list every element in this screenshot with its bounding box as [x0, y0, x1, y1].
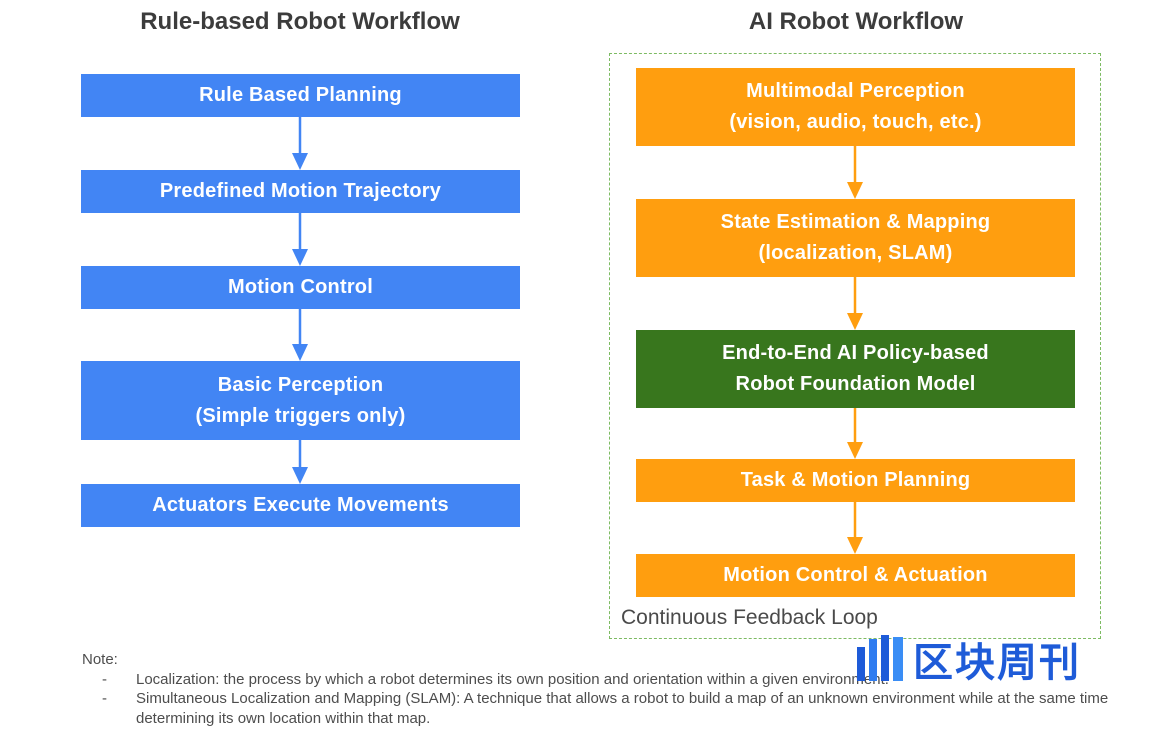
state-estimation-mapping-box: State Estimation & Mapping (localization…: [636, 199, 1075, 277]
continuous-feedback-loop-frame: [609, 53, 1101, 639]
arrow-down-icon: [847, 277, 863, 330]
predefined-motion-trajectory-box: Predefined Motion Trajectory: [81, 170, 520, 213]
box-line: Robot Foundation Model: [735, 373, 976, 395]
box-line: Actuators Execute Movements: [152, 494, 449, 516]
arrow-down-icon: [847, 502, 863, 554]
note-text: Simultaneous Localization and Mapping (S…: [136, 690, 1109, 727]
box-line: End-to-End AI Policy-based: [722, 342, 989, 364]
arrow-down-icon: [292, 213, 308, 266]
blockchain-weekly-logo-icon: [857, 635, 903, 681]
arrow-down-icon: [847, 408, 863, 459]
box-line: Rule Based Planning: [199, 84, 402, 106]
feedback-loop-label: Continuous Feedback Loop: [621, 606, 878, 629]
note-item: - Localization: the process by which a r…: [82, 670, 1112, 690]
box-line: (vision, audio, touch, etc.): [729, 111, 982, 133]
note-bullet: -: [102, 690, 107, 707]
box-line: Basic Perception: [217, 373, 384, 396]
motion-control-actuation-box: Motion Control & Actuation: [636, 554, 1075, 597]
footnote: Note: - Localization: the process by whi…: [82, 650, 1112, 728]
arrow-down-icon: [292, 309, 308, 361]
arrow-down-icon: [292, 440, 308, 484]
multimodal-perception-box: Multimodal Perception (vision, audio, to…: [636, 68, 1075, 146]
box-line: Motion Control & Actuation: [723, 564, 988, 586]
note-item: - Simultaneous Localization and Mapping …: [82, 689, 1112, 728]
rule-based-planning-box: Rule Based Planning: [81, 74, 520, 117]
watermark: 区块周刊: [855, 633, 1081, 686]
actuators-execute-movements-box: Actuators Execute Movements: [81, 484, 520, 527]
arrow-down-icon: [847, 146, 863, 199]
box-line: Multimodal Perception: [746, 80, 965, 102]
box-line: (localization, SLAM): [758, 242, 953, 264]
task-motion-planning-box: Task & Motion Planning: [636, 459, 1075, 502]
box-line: State Estimation & Mapping: [720, 211, 991, 233]
box-line: Motion Control: [228, 276, 373, 298]
rule-based-workflow-title: Rule-based Robot Workflow: [140, 8, 460, 35]
box-line: Task & Motion Planning: [740, 469, 971, 491]
box-line: Predefined Motion Trajectory: [159, 180, 442, 202]
note-title: Note:: [82, 651, 118, 668]
watermark-text: 区块周刊: [913, 640, 1081, 686]
motion-control-box: Motion Control: [81, 266, 520, 309]
ai-workflow-title: AI Robot Workflow: [748, 8, 964, 35]
basic-perception-box: Basic Perception (Simple triggers only): [81, 361, 520, 440]
note-text: Localization: the process by which a rob…: [136, 670, 889, 688]
ai-foundation-model-box: End-to-End AI Policy-based Robot Foundat…: [636, 330, 1075, 408]
note-bullet: -: [102, 670, 107, 688]
arrow-down-icon: [292, 117, 308, 170]
box-line: (Simple triggers only): [195, 404, 406, 427]
